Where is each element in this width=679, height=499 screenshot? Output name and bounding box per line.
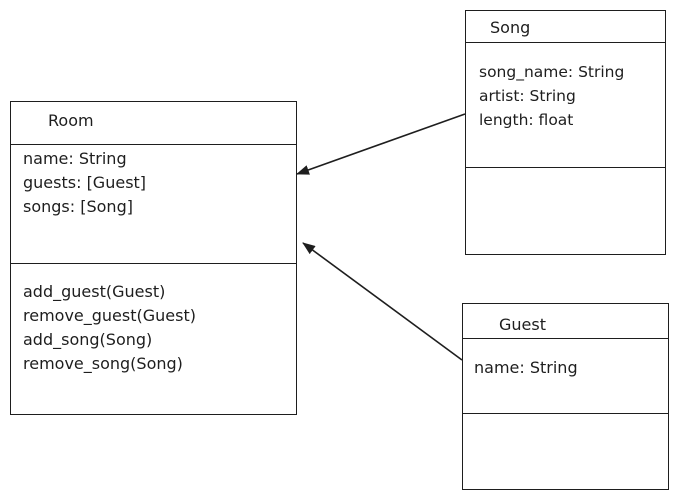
room-method-remove-song: remove_song(Song) — [23, 354, 183, 373]
room-attribute-name: name: String — [23, 149, 127, 168]
song-header-divider — [466, 42, 665, 43]
song-methods-divider — [466, 167, 665, 168]
room-header-divider — [11, 144, 296, 145]
room-attribute-guests: guests: [Guest] — [23, 173, 147, 192]
guest-attribute-name: name: String — [474, 358, 578, 377]
song-class-box[interactable]: Song song_name: String artist: String le… — [465, 10, 666, 255]
room-methods-divider — [11, 263, 296, 264]
room-class-title: Room — [48, 111, 94, 130]
song-attribute-length: length: float — [479, 111, 574, 129]
guest-attributes: name: String — [474, 356, 578, 380]
room-method-add-guest: add_guest(Guest) — [23, 282, 166, 301]
room-method-remove-guest: remove_guest(Guest) — [23, 306, 196, 325]
guest-header-divider — [463, 338, 668, 339]
song-class-title: Song — [490, 18, 531, 37]
song-attribute-artist: artist: String — [479, 87, 576, 105]
room-class-box[interactable]: Room name: String guests: [Guest] songs:… — [10, 101, 297, 415]
room-attributes: name: String guests: [Guest] songs: [Son… — [23, 147, 146, 219]
guest-to-room-arrow — [302, 242, 463, 361]
song-attributes: song_name: String artist: String length:… — [479, 60, 624, 132]
guest-class-box[interactable]: Guest name: String — [462, 303, 669, 490]
guest-methods-divider — [463, 413, 668, 414]
room-methods: add_guest(Guest) remove_guest(Guest) add… — [23, 280, 196, 376]
song-attribute-song-name: song_name: String — [479, 63, 625, 81]
guest-class-title: Guest — [499, 315, 546, 334]
song-to-room-arrow — [296, 113, 466, 175]
room-attribute-songs: songs: [Song] — [23, 197, 133, 216]
room-method-add-song: add_song(Song) — [23, 330, 153, 349]
